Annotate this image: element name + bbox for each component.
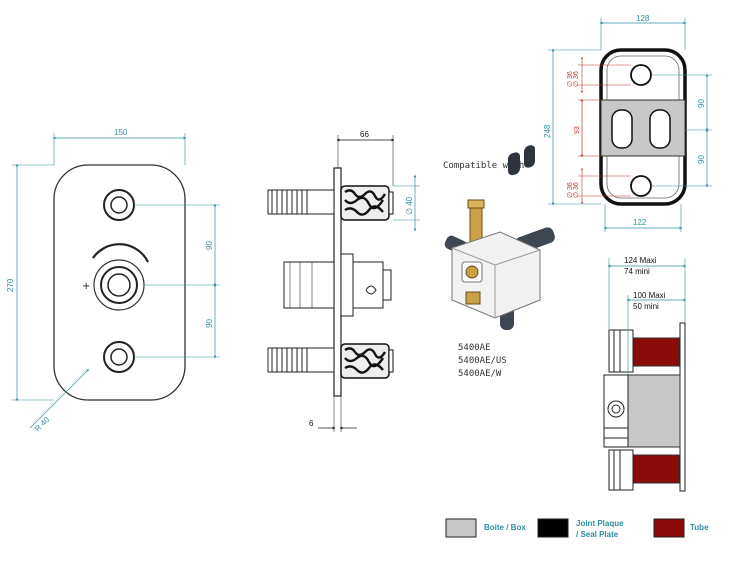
lower-ribbed-stem [267, 347, 335, 373]
seal-width-bottom-label: 122 [633, 218, 647, 227]
side-depth-label: 66 [360, 130, 369, 139]
box-min-depth-label: 74 mini [624, 267, 650, 276]
front-height-label: 270 [6, 278, 15, 292]
seal-spacing-a-label: 90 [697, 99, 706, 108]
top-button-inner [110, 196, 128, 214]
lower-decorated-knob [340, 343, 394, 379]
seal-spacing-b-label: 90 [697, 155, 706, 164]
legend: Boite / Box Joint Plaque / Seal Plate Tu… [445, 518, 709, 539]
seal-hole-top [630, 64, 652, 86]
tube-top [632, 337, 680, 367]
thermostat-dial-mid [100, 266, 138, 304]
legend-box-label: Boite / Box [484, 523, 526, 532]
tube-bottom [632, 454, 680, 484]
seal-center-label: 93 [574, 126, 581, 134]
box-body [627, 374, 681, 448]
thermostat-body [283, 253, 392, 317]
compatible-section: Compatible with 5400AE 5400AE/US 5400AE/… [443, 145, 555, 379]
legend-tube-label: Tube [690, 523, 709, 532]
legend-seal-swatch [537, 518, 569, 538]
upper-decorated-knob [340, 185, 394, 221]
thermostat-arc [92, 243, 149, 263]
side-diameter-label: ∅ 40 [405, 196, 414, 215]
front-radius-label: R 40 [33, 415, 52, 434]
legend-seal-label-2: / Seal Plate [576, 530, 619, 539]
model-2: 5400AE/US [458, 356, 507, 366]
valve-illustration [444, 145, 555, 330]
model-3: 5400AE/W [458, 369, 502, 379]
legend-seal-label-1: Joint Plaque [576, 519, 624, 528]
seal-hole-top-small-label: ∅ 36 [567, 71, 574, 87]
side-view: 66 ∅ 40 6 [267, 130, 420, 432]
bottom-button-inner [110, 348, 128, 366]
seal-height-label: 248 [543, 124, 552, 138]
legend-box-swatch [445, 518, 477, 538]
box-fittings [603, 329, 634, 491]
seal-width-top-label: 128 [636, 14, 650, 23]
seal-hole-bottom-label: ∅ 36 [573, 182, 580, 198]
seal-slot-left [611, 109, 633, 149]
seal-hole-bottom-small-label: ∅ 36 [567, 182, 574, 198]
front-spacing-top-label: 90 [205, 241, 214, 250]
front-spacing-bottom-label: 90 [205, 319, 214, 328]
compatible-title: Compatible with [443, 161, 524, 171]
side-plate-label: 6 [309, 419, 314, 428]
front-view: + 150 270 90 90 R 40 [6, 128, 220, 433]
seal-hole-bottom [630, 175, 652, 197]
seal-slot-right [649, 109, 671, 149]
model-1: 5400AE [458, 343, 491, 353]
front-plate-outline [53, 164, 186, 401]
box-max-depth-2-label: 100 Maxi [633, 291, 666, 300]
upper-ribbed-stem [267, 189, 335, 215]
plus-icon: + [82, 281, 90, 292]
box-wall-plate [679, 322, 686, 492]
legend-tube-swatch [653, 518, 685, 538]
seal-hole-top-label: ∅ 36 [573, 71, 580, 87]
box-min-depth-2-label: 50 mini [633, 302, 659, 311]
seal-plate-view: 128 122 248 93 ∅ 36 ∅ 36 ∅ 36 ∅ 36 [543, 14, 712, 232]
thermostat-dial-inner [107, 273, 131, 297]
box-max-depth-label: 124 Maxi [624, 256, 657, 265]
side-plate [333, 167, 342, 397]
box-section-view: 124 Maxi 74 mini 100 Maxi 50 mini [603, 256, 687, 492]
front-width-label: 150 [114, 128, 128, 137]
